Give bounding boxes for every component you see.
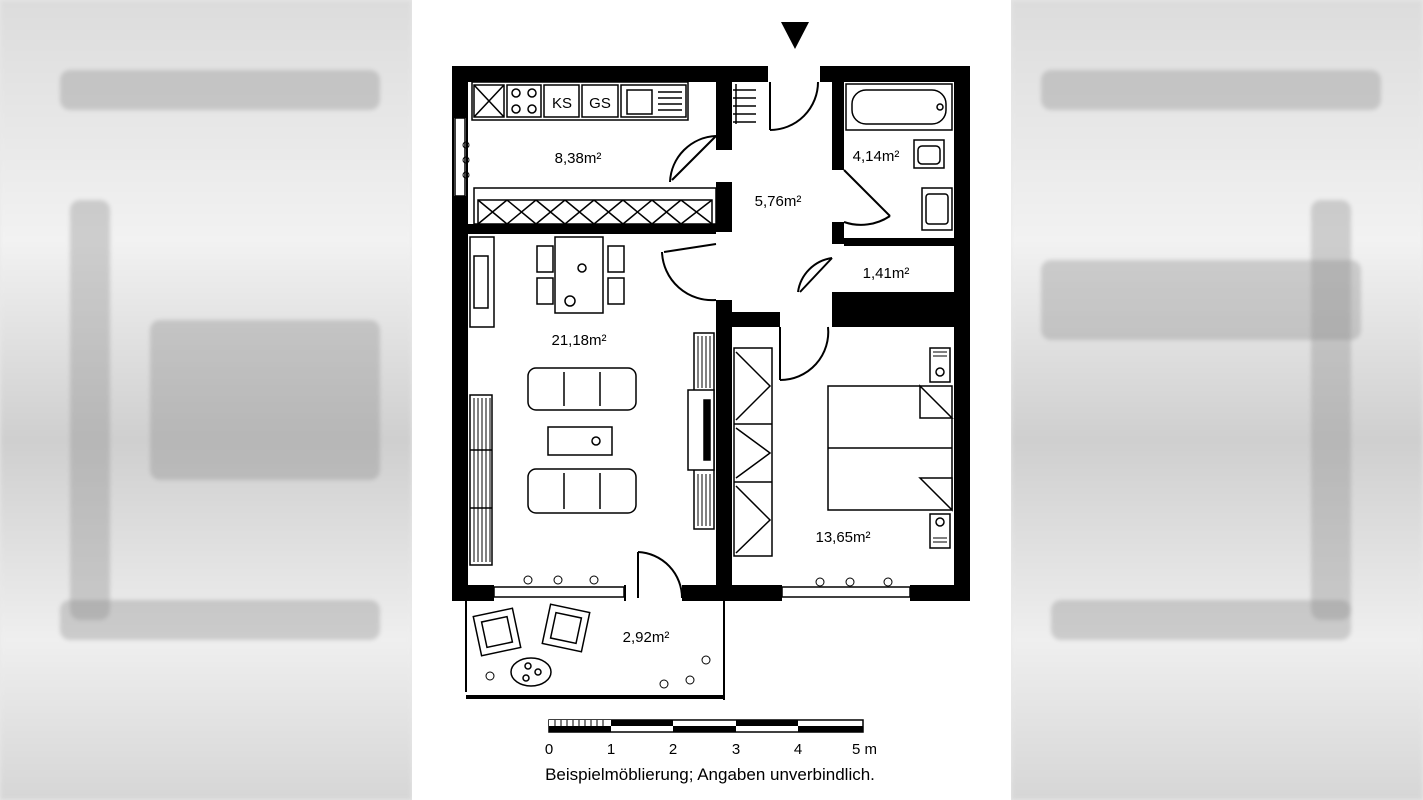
wardrobe-hooks xyxy=(733,84,756,124)
blurred-background-left xyxy=(0,0,412,800)
caption: Beispielmöblierung; Angaben unverbindlic… xyxy=(545,765,875,784)
nightstand-bottom xyxy=(929,513,951,549)
entrance-arrow-icon xyxy=(781,22,809,49)
bedroom-area: 13,65m² xyxy=(815,529,870,546)
storage-area: 1,41m² xyxy=(863,265,910,282)
balcony-plant-icon xyxy=(485,655,711,689)
double-bed xyxy=(827,384,954,512)
scale-tick-4: 4 xyxy=(794,741,802,758)
bath-area: 4,14m² xyxy=(853,148,900,165)
kitchen-door xyxy=(669,135,717,183)
living-door xyxy=(661,243,717,302)
sofa xyxy=(527,367,637,514)
fridge-label: KS xyxy=(552,95,572,112)
bathtub xyxy=(845,83,953,131)
living-area: 21,18m² xyxy=(551,332,606,349)
scale-tick-0: 0 xyxy=(545,741,553,758)
dining-table xyxy=(536,236,625,314)
bath-door xyxy=(843,169,891,226)
kitchen-area: 8,38m² xyxy=(555,150,602,167)
storage-door xyxy=(797,257,833,293)
nightstand-top xyxy=(929,347,951,383)
toilet xyxy=(921,187,953,231)
scale-tick-5: 5 m xyxy=(852,741,877,758)
scale-tick-2: 2 xyxy=(669,741,677,758)
balcony-door xyxy=(637,551,684,599)
living-plant-icon xyxy=(523,575,599,585)
kitchen-cabinets xyxy=(473,187,717,225)
kitchen-counter xyxy=(471,81,689,121)
blurred-background-right xyxy=(1011,0,1423,800)
balcony-chair-right xyxy=(541,603,591,653)
balcony xyxy=(465,601,725,700)
bath-sink xyxy=(913,139,945,169)
hall-area: 5,76m² xyxy=(755,193,802,210)
scale-tick-3: 3 xyxy=(732,741,740,758)
balcony-area: 2,92m² xyxy=(623,629,670,646)
coffee-table xyxy=(547,426,613,456)
entrance-door xyxy=(769,81,819,131)
scale-tick-1: 1 xyxy=(607,741,615,758)
bedroom-door xyxy=(779,326,830,382)
wardrobe xyxy=(733,347,773,557)
bedroom-plant-icon xyxy=(815,577,893,587)
balcony-chair-left xyxy=(472,607,522,657)
kitchen-plant-icon xyxy=(462,141,470,179)
dishwasher-label: GS xyxy=(589,95,611,112)
bookshelf xyxy=(469,394,493,566)
scale-bar xyxy=(548,719,864,733)
sideboard xyxy=(469,236,495,328)
balcony-table xyxy=(510,657,552,687)
tv-unit xyxy=(687,332,715,530)
